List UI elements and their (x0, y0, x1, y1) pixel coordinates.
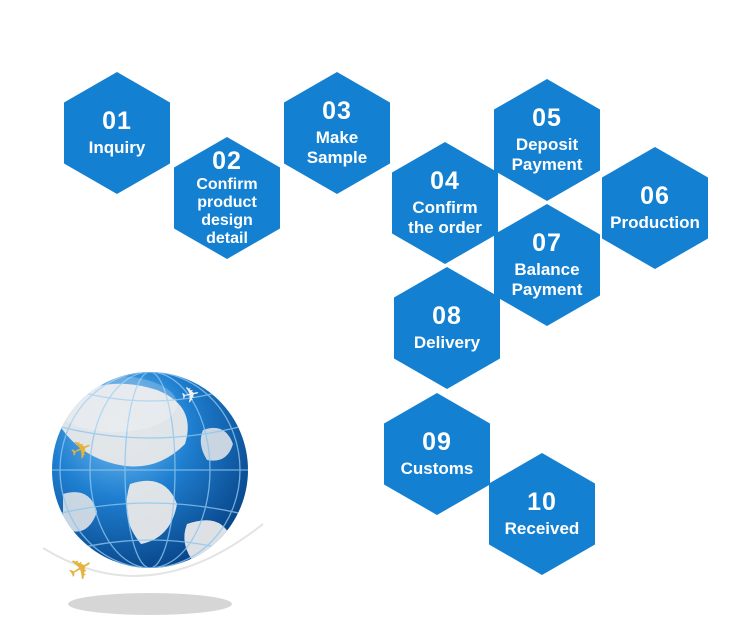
step-hexagon-01: 01 Inquiry (64, 72, 170, 194)
step-hexagon-05: 05 Deposit Payment (494, 79, 600, 201)
step-hexagon-09: 09 Customs (384, 393, 490, 515)
step-hexagon-08: 08 Delivery (394, 267, 500, 389)
airplane-icon: ✈ (179, 381, 202, 409)
step-number: 03 (322, 96, 352, 125)
step-number: 07 (532, 228, 562, 257)
step-label: Deposit Payment (511, 135, 583, 175)
step-hexagon-06: 06 Production (602, 147, 708, 269)
step-label: Customs (400, 459, 474, 479)
step-label: Confirm product design detail (196, 176, 258, 248)
step-number: 06 (640, 181, 670, 210)
step-label: Balance Payment (511, 260, 583, 300)
globe-icon: ✈ ✈ ✈ (42, 372, 264, 615)
airplane-icon: ✈ (62, 549, 100, 590)
step-number: 02 (212, 146, 242, 175)
step-hexagon-10: 10 Received (489, 453, 595, 575)
step-label: Production (610, 213, 700, 233)
step-label: Inquiry (88, 138, 146, 158)
step-label: Make Sample (306, 128, 368, 168)
step-hexagon-03: 03 Make Sample (284, 72, 390, 194)
orbit-path (42, 523, 264, 577)
step-number: 08 (432, 301, 462, 330)
step-number: 09 (422, 427, 452, 456)
step-number: 10 (527, 487, 557, 516)
step-label: Confirm the order (408, 198, 482, 238)
step-hexagon-07: 07 Balance Payment (494, 204, 600, 326)
step-number: 04 (430, 166, 460, 195)
step-label: Received (504, 519, 580, 539)
step-hexagon-04: 04 Confirm the order (392, 142, 498, 264)
step-label: Delivery (413, 333, 481, 353)
step-number: 05 (532, 103, 562, 132)
globe-illustration: ✈ ✈ ✈ (35, 352, 275, 622)
step-hexagon-02: 02 Confirm product design detail (174, 137, 280, 259)
step-number: 01 (102, 106, 132, 135)
